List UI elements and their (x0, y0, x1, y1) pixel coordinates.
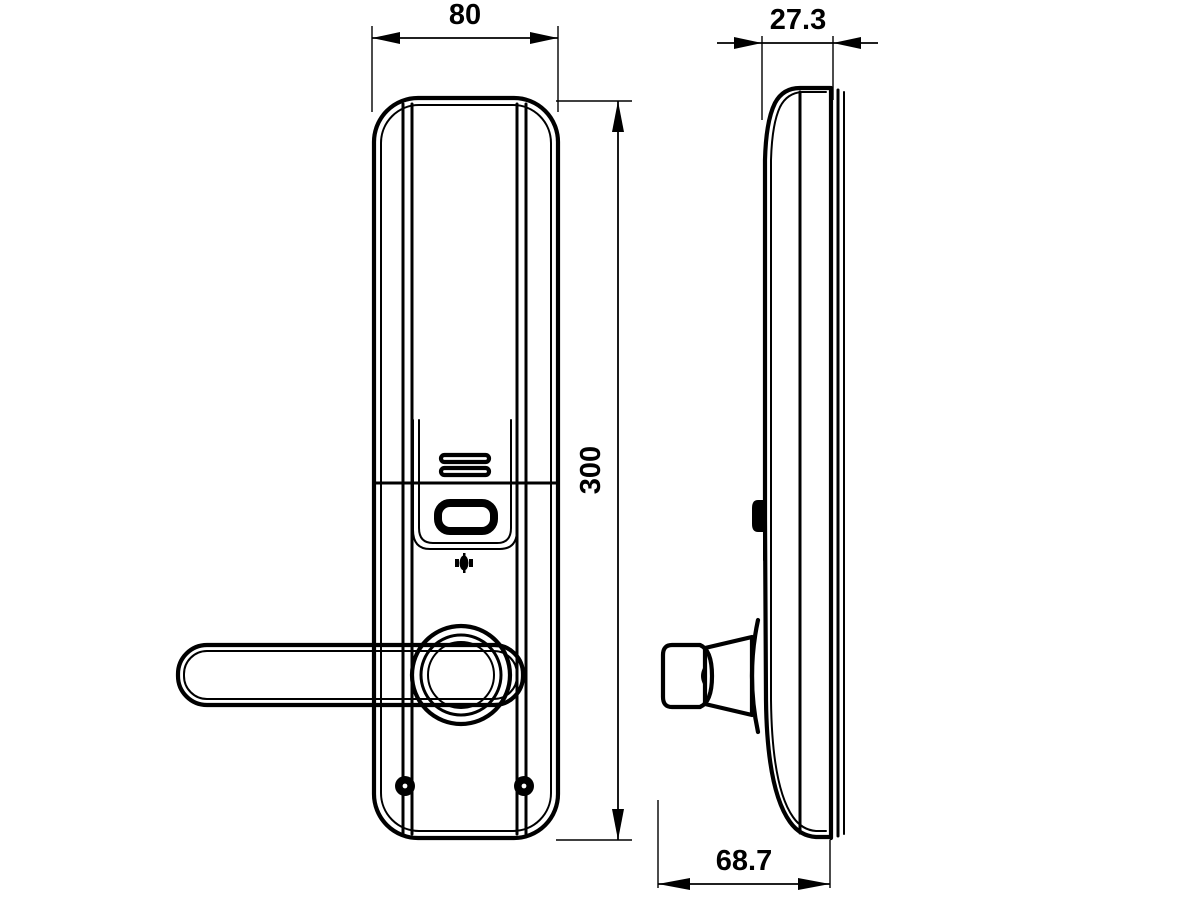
dimension-label-80: 80 (449, 0, 481, 31)
screw-left (395, 776, 415, 796)
door-lever-handle (175, 642, 526, 708)
speaker-grille-slot-2 (438, 465, 492, 478)
handle-rosette (409, 623, 513, 727)
dimension-thickness-27-3: 27.3 (717, 4, 878, 49)
reader-module-bezel-inner (418, 419, 512, 544)
front-view (175, 26, 632, 841)
dimension-label-27-3: 27.3 (770, 4, 826, 36)
screw-right (514, 776, 534, 796)
nfc-icon (455, 553, 473, 573)
dimension-height-300: 300 (575, 101, 624, 840)
side-body-profile (762, 85, 833, 840)
card-reader-window (434, 499, 498, 535)
side-lever-handle (660, 617, 761, 735)
dimension-label-68-7: 68.7 (716, 845, 772, 877)
lock-body-inner-outline (380, 104, 552, 832)
dimension-depth-68-7: 68.7 (658, 845, 830, 890)
dimension-width-80: 80 (372, 0, 558, 44)
side-body-profile-inner (770, 91, 827, 832)
side-reader-bump (752, 500, 766, 532)
side-view (657, 36, 845, 888)
lock-body-outline (371, 95, 561, 841)
reader-module-bezel (412, 419, 518, 550)
speaker-grille-slot-1 (438, 452, 492, 465)
door-lever-handle-inner (183, 650, 518, 700)
dimension-label-300: 300 (575, 446, 607, 494)
